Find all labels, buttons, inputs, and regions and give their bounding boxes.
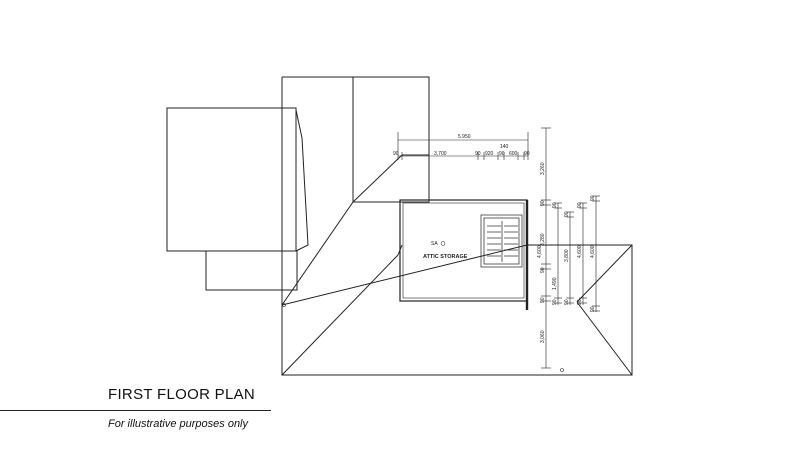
top-dimension-labels: 5.950 140 90 3,700 90 920 90 600 90	[393, 134, 530, 157]
dim-top-2: 90	[475, 151, 481, 157]
dim-right-1: 90	[540, 200, 546, 206]
dim-right-5: 90	[540, 297, 546, 303]
dim-top-1: 3,700	[434, 151, 447, 157]
attic-room	[399, 199, 529, 310]
dim-top-5: 600	[509, 151, 518, 157]
right-dimension-labels: 3,260 90 3,280 90 1,490 90 3,060 90 4,60…	[537, 162, 596, 343]
dim-mid: 140	[500, 144, 509, 150]
dim-inner-a-1: 4,600	[537, 245, 543, 258]
title-divider	[0, 410, 271, 411]
top-dimensions	[397, 132, 529, 160]
dim-inner-b-1: 3,800	[564, 249, 570, 262]
dim-inner-d-0: 90	[590, 195, 596, 201]
small-markers	[282, 303, 564, 372]
dim-inner-b-2: 90	[564, 299, 570, 305]
dim-top-4: 90	[499, 151, 505, 157]
room-tag-marker	[440, 241, 446, 246]
dim-right-0: 3,260	[540, 162, 546, 175]
plan-title: FIRST FLOOR PLAN	[108, 386, 256, 403]
dim-inner-a-2: 90	[552, 299, 558, 305]
dim-top-6: 90	[524, 151, 530, 157]
dim-top-3: 920	[485, 151, 494, 157]
dim-right-2: 3,280	[540, 233, 546, 246]
dim-inner-c-0: 90	[577, 202, 583, 208]
dim-inner-a-0: 90	[552, 202, 558, 208]
dim-inner-d-1: 4,600	[590, 245, 596, 258]
dim-overall: 5.950	[458, 134, 471, 140]
dim-inner-c-1: 4,600	[577, 245, 583, 258]
dim-right-6: 3,060	[540, 330, 546, 343]
dim-inner-b-0: 90	[564, 211, 570, 217]
dim-right-3: 90	[540, 267, 546, 273]
stair	[480, 214, 523, 268]
plan-disclaimer: For illustrative purposes only	[108, 418, 249, 430]
roof-outline	[281, 76, 633, 376]
dim-inner-d-2: 90	[590, 306, 596, 312]
dim-inner-c-2: 90	[577, 299, 583, 305]
dim-right-4: 1,490	[552, 277, 558, 290]
dim-top-0: 90	[393, 151, 399, 157]
room-tag: SA	[431, 241, 438, 247]
right-dimensions	[541, 127, 600, 369]
left-wing	[166, 107, 309, 291]
room-label: ATTIC STORAGE	[423, 254, 468, 260]
